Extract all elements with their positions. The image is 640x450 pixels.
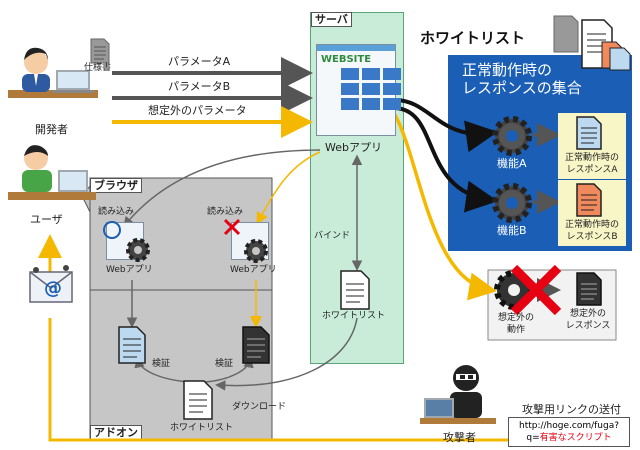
curve-to-func-b [394, 106, 498, 213]
attack-link-caption: 攻撃用リンクの送付 [522, 403, 621, 416]
whitelist-title: ホワイトリスト [420, 29, 526, 47]
download-label: ダウンロード [232, 402, 287, 412]
developer-figure [8, 47, 98, 98]
load-right-label: 読み込み [207, 207, 244, 217]
load-right-arrow [256, 151, 321, 225]
attacker-label: 攻撃者 [443, 431, 476, 444]
response-a-line2: レスポンスA [566, 165, 618, 175]
user-label: ユーザ [30, 213, 63, 226]
unexpected-op-line1: 想定外の [497, 313, 534, 323]
user-figure [8, 145, 96, 200]
download-arrow [215, 317, 358, 391]
response-a-doc-icon [576, 116, 602, 150]
param-unexpected-label: 想定外のパラメータ [148, 104, 247, 117]
addon-doc-black-icon [242, 326, 270, 364]
response-b-doc-icon [576, 183, 602, 217]
doc-stack-icon [553, 15, 631, 71]
developer-label: 開発者 [35, 123, 68, 136]
addon-whitelist-label: ホワイトリスト [170, 423, 234, 433]
spec-label: 仕様書 [84, 63, 112, 73]
website-logo: WEBSITE [321, 54, 372, 65]
server-whitelist-doc-icon [340, 270, 370, 310]
whitelist-subtitle-1: 正常動作時の [462, 61, 553, 79]
webapp-right-label: Webアプリ [230, 265, 277, 275]
addon-doc-blue-icon [118, 326, 146, 364]
response-a-line1: 正常動作時の [564, 153, 619, 163]
attack-url-prefix: q= [526, 433, 540, 443]
response-b-line2: レスポンスB [566, 232, 618, 242]
verified-check-icon [103, 221, 150, 262]
red-x-icon [223, 218, 268, 263]
curve-to-func-a [394, 98, 498, 153]
attacker-figure [420, 365, 496, 424]
response-b-line1: 正常動作時の [564, 220, 619, 230]
func-b-label: 機能B [497, 224, 527, 237]
addon-panel [89, 289, 273, 441]
func-a-label: 機能A [497, 157, 527, 170]
verify-left-label: 検証 [152, 359, 171, 369]
unexpected-op-line2: 動作 [506, 325, 525, 335]
server-whitelist-label: ホワイトリスト [322, 311, 386, 321]
bind-label: バインド [314, 231, 351, 241]
unexpected-response-doc-icon [576, 272, 602, 306]
server-website-window: WEBSITE [316, 44, 401, 136]
gear-icon [492, 183, 532, 223]
attack-url-box: http://hoge.com/fuga? q=有害なスクリプト [508, 417, 630, 447]
browser-title: ブラウザ [90, 178, 142, 193]
svg-text:@: @ [44, 278, 62, 299]
load-left-label: 読み込み [98, 207, 135, 217]
attack-url-line1: http://hoge.com/fuga? [518, 421, 620, 431]
verify-right-label: 検証 [215, 359, 234, 369]
load-left-arrow [123, 149, 321, 228]
whitelist-subtitle-2: レスポンスの集合 [462, 79, 582, 97]
mail-icon: @ [29, 265, 73, 303]
attack-url-payload: 有害なスクリプト [539, 433, 612, 443]
spec-doc-icon [90, 38, 110, 64]
server-title: サーバ [311, 12, 352, 27]
red-x-icon [510, 264, 562, 316]
server-webapp-label: Webアプリ [325, 141, 382, 154]
unexpected-resp-line2: レスポンス [565, 321, 611, 331]
param-a-label: パラメータA [168, 55, 231, 68]
webapp-left-label: Webアプリ [106, 265, 153, 275]
addon-whitelist-doc-icon [183, 380, 213, 420]
gear-icon [492, 116, 532, 156]
curve-to-unexpected [393, 114, 497, 301]
param-b-label: パラメータB [168, 80, 231, 93]
unexpected-resp-line1: 想定外の [569, 309, 606, 319]
